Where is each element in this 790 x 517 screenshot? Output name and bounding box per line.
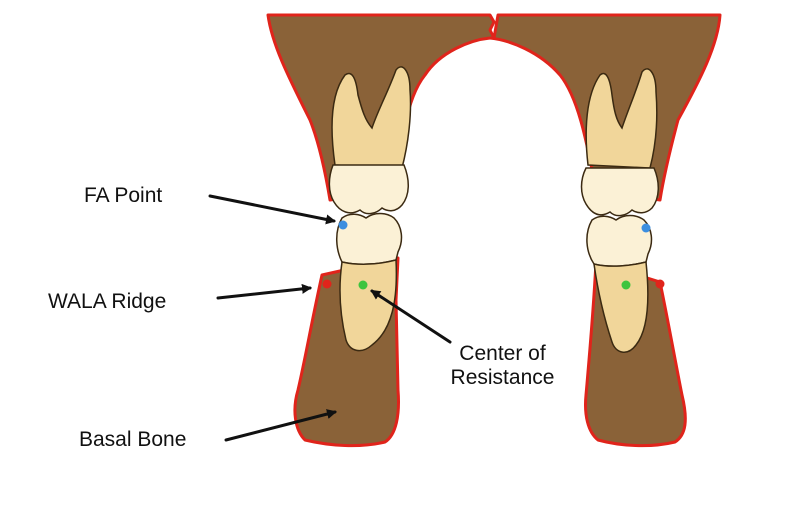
upper-tooth-left — [328, 66, 412, 215]
lower-root-left — [339, 259, 398, 352]
basal-bone-arrow — [224, 409, 337, 442]
lower-tooth-right — [586, 214, 653, 353]
basal-bone-label: Basal Bone — [79, 428, 187, 451]
lower-crown-left — [336, 212, 403, 265]
fa-point-dot-right — [641, 223, 651, 233]
wala-ridge-arrow — [216, 283, 312, 300]
center-of-resistance-dot-left — [358, 280, 368, 290]
center-of-resistance-label-line1: Center of — [459, 342, 546, 365]
upper-crown-left — [328, 164, 409, 215]
upper-root-left — [331, 66, 412, 169]
wala-ridge-label: WALA Ridge — [48, 290, 167, 313]
lower-crown-right — [586, 214, 653, 267]
wala-ridge-dot-right — [655, 279, 665, 289]
lower-tooth-left — [336, 212, 403, 352]
lower-root-right — [593, 261, 649, 353]
center-of-resistance-dot-right — [621, 280, 631, 290]
center-of-resistance-label: Center of Resistance — [440, 342, 565, 390]
upper-tooth-right — [580, 68, 659, 217]
upper-crown-right — [580, 167, 659, 217]
wala-ridge-dot-left — [322, 279, 332, 289]
fa-point-label: FA Point — [84, 184, 163, 207]
fa-point-arrow — [208, 194, 336, 225]
fa-point-dot-left — [338, 220, 348, 230]
center-of-resistance-arrow — [370, 289, 452, 344]
upper-root-right — [585, 68, 658, 169]
center-of-resistance-label-line2: Resistance — [450, 366, 555, 390]
